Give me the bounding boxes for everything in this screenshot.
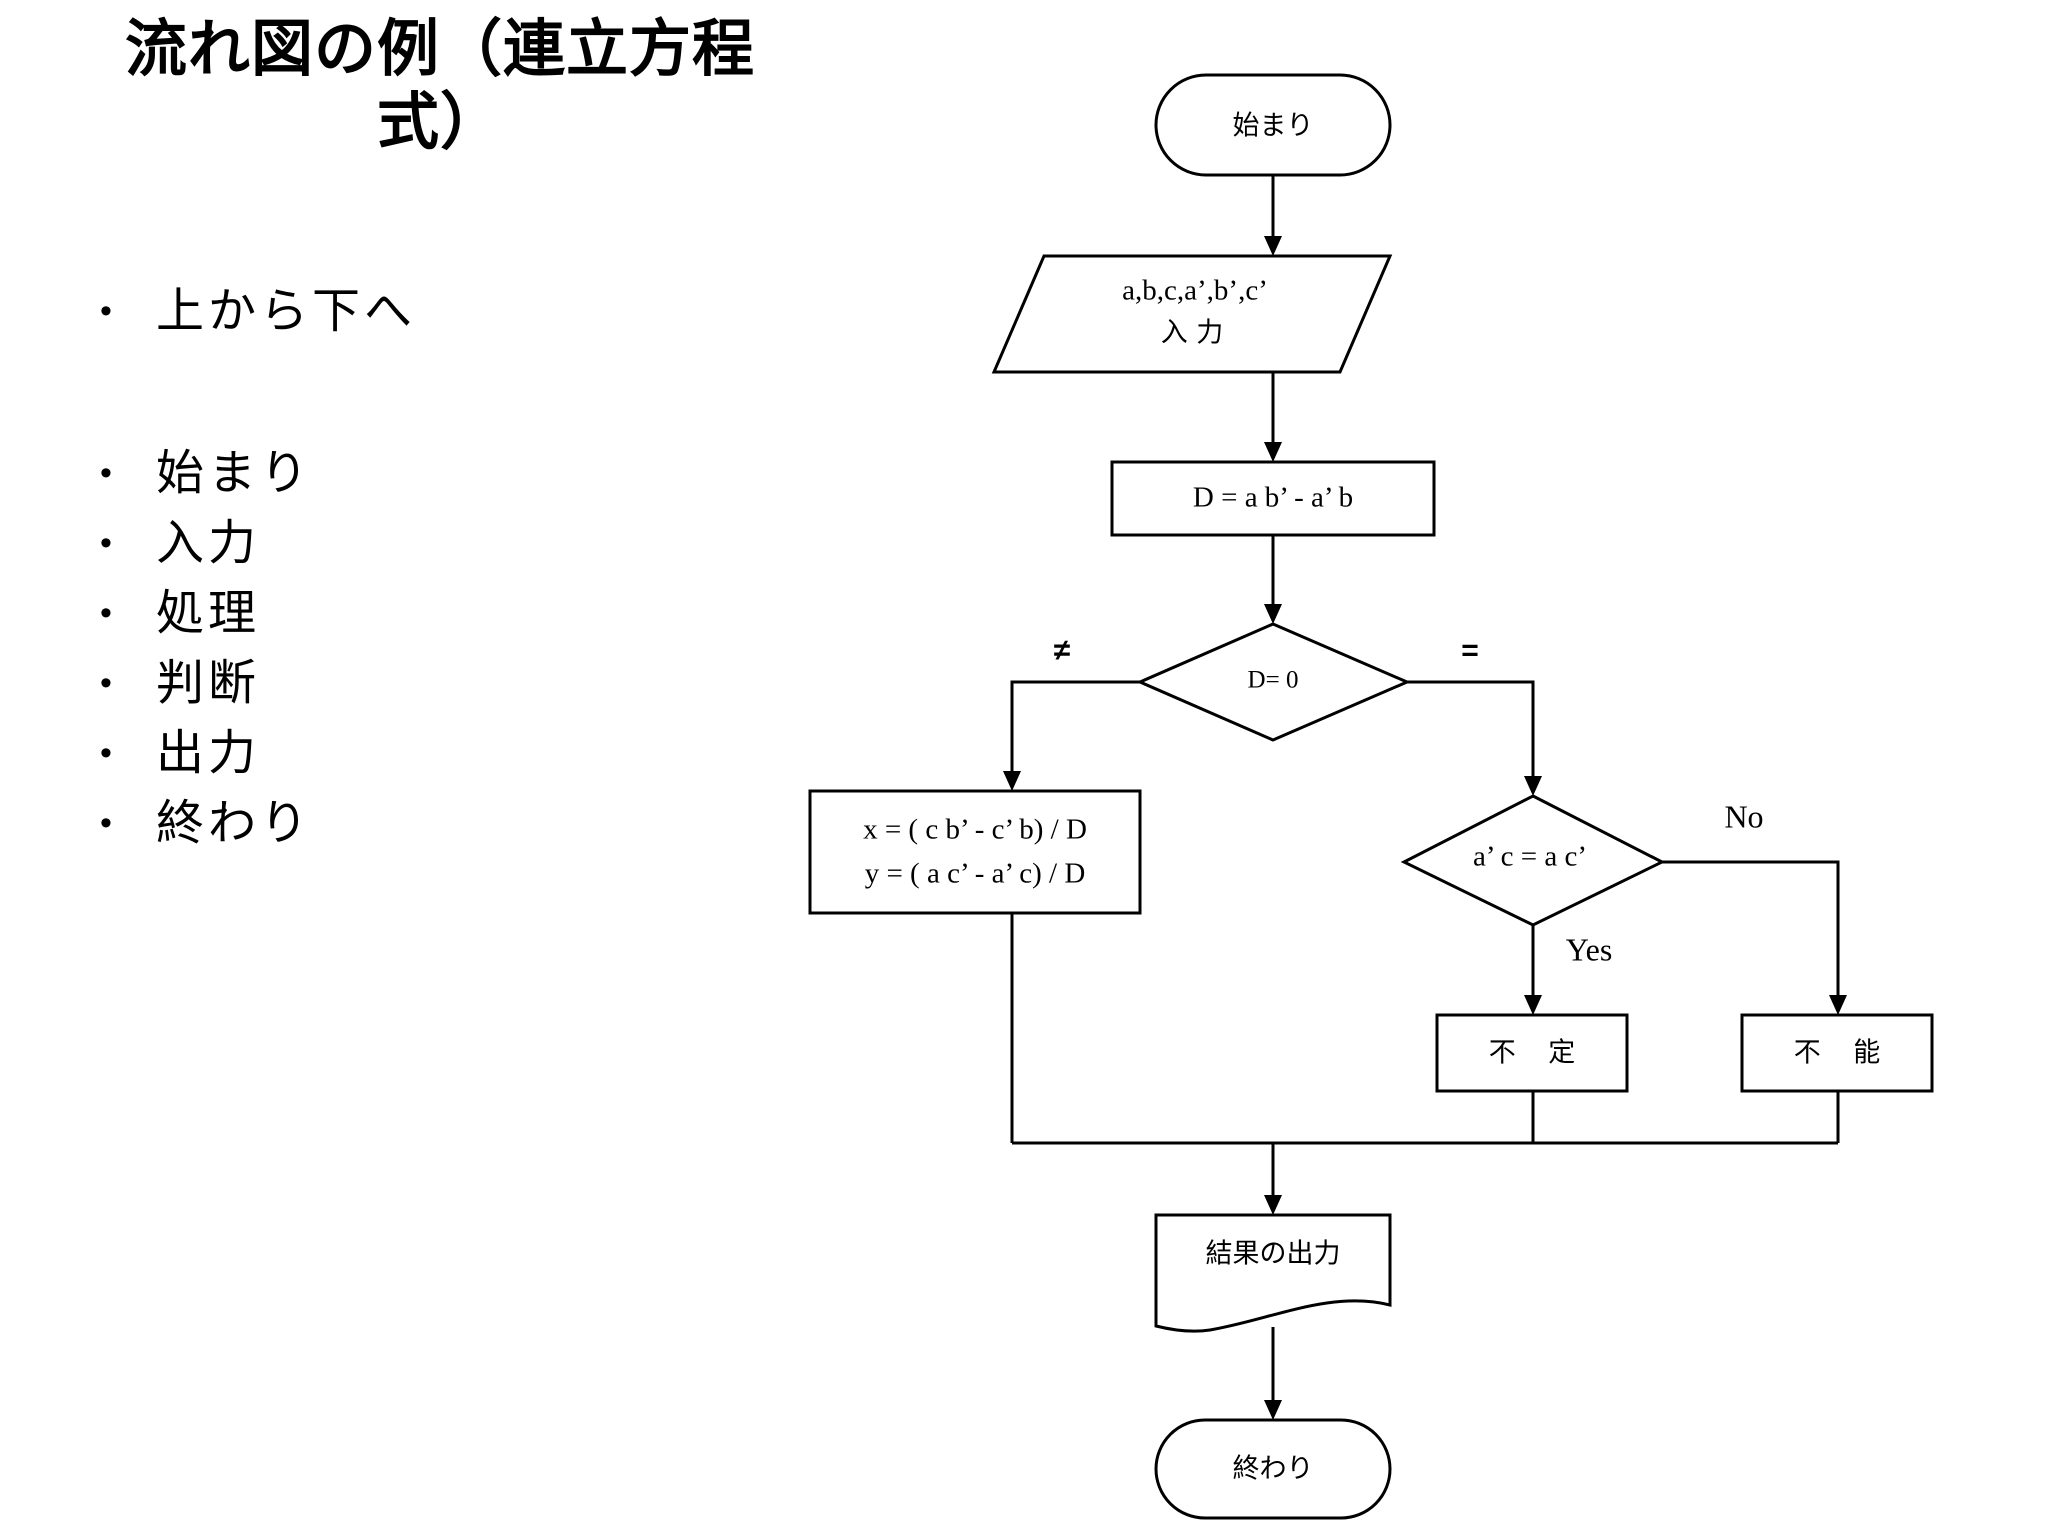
list-item: • 判断 <box>100 654 720 718</box>
bullet-label-top-to-bottom: 上から下へ <box>156 283 417 339</box>
bullet-dot-icon: • <box>100 734 112 772</box>
bullet-label-decision: 判断 <box>156 655 261 711</box>
edge-label-equal: = <box>1461 634 1479 667</box>
connector-start-to-input <box>1264 175 1282 256</box>
flow-node-output-label: 結果の出力 <box>1206 1239 1341 1270</box>
flow-node-decision-d-label: D= 0 <box>1248 667 1299 694</box>
list-item: • 上から下へ <box>100 282 720 346</box>
bullet-dot-icon: • <box>100 594 112 632</box>
bullet-dot-icon: • <box>100 664 112 702</box>
flow-node-indeterminate[interactable]: 不 定 <box>1435 1013 1629 1093</box>
bullet-dot-icon: • <box>100 454 112 492</box>
flow-node-output[interactable]: 結果の出力 <box>1154 1213 1392 1333</box>
flow-node-input-line2: 入 力 <box>1161 318 1224 349</box>
edge-label-not-equal: ≠ <box>1054 634 1071 667</box>
list-item: • 終わり <box>100 794 720 858</box>
flow-node-start[interactable]: 始まり <box>1154 73 1392 177</box>
bullet-label-end: 終わり <box>156 795 313 851</box>
bullet-label-output: 出力 <box>156 725 261 781</box>
connector-input-to-compute <box>1264 372 1282 462</box>
edge-label-no: No <box>1724 798 1763 834</box>
bullet-label-input: 入力 <box>156 515 261 571</box>
flow-node-decision-ac-label: a’ c = a c’ <box>1473 841 1587 873</box>
flow-node-solve-xy-line2: y = ( a c’ - a’ c) / D <box>865 858 1086 890</box>
flow-node-input-line1: a,b,c,a’,b’,c’ <box>1122 275 1268 307</box>
bullet-label-start: 始まり <box>156 445 313 501</box>
bullet-dot-icon: • <box>100 804 112 842</box>
flow-node-end[interactable]: 終わり <box>1154 1418 1392 1520</box>
connector-decision-ac-yes <box>1524 925 1542 1015</box>
flow-node-compute-d[interactable]: D = a b’ - a’ b <box>1110 460 1436 537</box>
bullet-dot-icon: • <box>100 524 112 562</box>
list-item: • 入力 <box>100 514 720 578</box>
flow-node-decision-d[interactable]: D= 0 <box>1136 622 1411 742</box>
flow-node-indeterminate-label: 不 定 <box>1489 1038 1588 1069</box>
list-item: • 始まり <box>100 444 720 508</box>
connector-decision-ac-no <box>1662 860 1847 1015</box>
flow-node-impossible[interactable]: 不 能 <box>1740 1013 1934 1093</box>
flow-node-solve-xy[interactable]: x = ( c b’ - c’ b) / D y = ( a c’ - a’ c… <box>808 789 1142 915</box>
connector-decision-d-not-equal <box>1003 680 1140 791</box>
flow-node-decision-ac[interactable]: a’ c = a c’ <box>1400 794 1666 927</box>
connector-merge-bus <box>1010 913 1840 1215</box>
list-item: • 処理 <box>100 584 720 648</box>
flow-node-impossible-label: 不 能 <box>1794 1038 1893 1069</box>
flow-node-start-label: 始まり <box>1233 111 1314 142</box>
flow-node-solve-xy-line1: x = ( c b’ - c’ b) / D <box>863 814 1087 846</box>
bullet-label-process: 処理 <box>156 585 261 641</box>
connector-compute-to-decision-d <box>1264 535 1282 624</box>
flow-node-end-label: 終わり <box>1233 1454 1314 1485</box>
connector-decision-d-equal <box>1407 680 1542 796</box>
list-item: • 出力 <box>100 724 720 788</box>
slide-left-column: 流れ図の例（連立方程 式） • 上から下へ • 始まり • 入力 • 処理 • … <box>0 0 754 1536</box>
page-title: 流れ図の例（連立方程 式） <box>124 12 755 159</box>
edge-label-yes: Yes <box>1566 931 1613 967</box>
bullet-dot-icon: • <box>100 292 112 330</box>
flow-node-compute-d-label: D = a b’ - a’ b <box>1193 482 1353 514</box>
connector-output-to-end <box>1264 1327 1282 1420</box>
flow-node-input[interactable]: a,b,c,a’,b’,c’ 入 力 <box>991 254 1393 374</box>
bullet-list: • 上から下へ • 始まり • 入力 • 処理 • 判断 • 出力 <box>100 282 720 864</box>
flowchart-diagram: 始まり a,b,c,a’,b’,c’ 入 力 D = a b’ - a’ b D… <box>740 0 2048 1536</box>
